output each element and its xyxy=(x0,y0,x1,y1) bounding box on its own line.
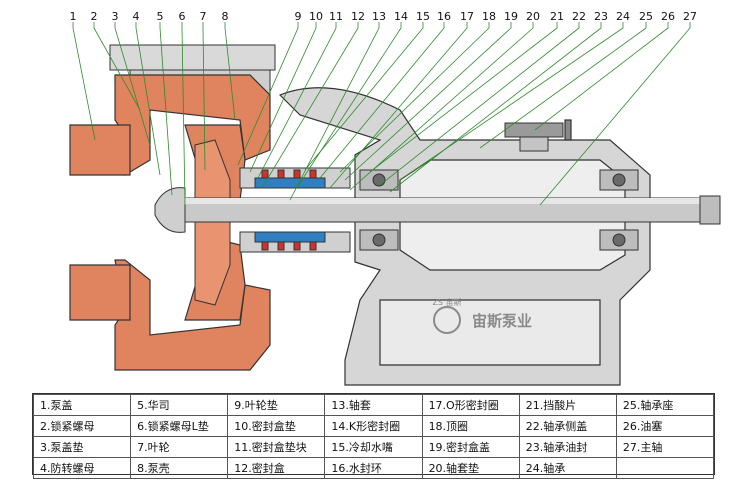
callout-leader-line xyxy=(181,22,186,206)
callout-number: 24 xyxy=(616,10,630,23)
callout-leader-line xyxy=(319,22,445,179)
callout-leader-line xyxy=(202,22,206,171)
callout-number: 25 xyxy=(639,10,653,23)
legend-cell: 6.锁紧螺母L垫 xyxy=(130,415,229,437)
legend-cell: 26.油塞 xyxy=(615,415,715,437)
legend-cell: 14.K形密封圈 xyxy=(324,415,423,437)
callout-leader-line xyxy=(72,22,96,141)
callout-leader-line xyxy=(399,22,624,181)
legend-cell: 9.叶轮垫 xyxy=(227,394,326,416)
brand-name: 宙斯泵业 xyxy=(472,312,532,330)
callout-leader-line xyxy=(534,22,669,131)
legend-cell: 19.密封盒盖 xyxy=(421,436,520,458)
brand-logo: ZS 宙斯 宙斯泵业 xyxy=(432,297,532,334)
callout-leader-line xyxy=(379,22,580,186)
legend-cell: 20.轴套垫 xyxy=(421,457,520,479)
callout-leader-line xyxy=(224,22,236,121)
callout-number: 9 xyxy=(295,10,302,23)
callout-number: 11 xyxy=(329,10,343,23)
legend-cell: 16.水封环 xyxy=(324,457,423,479)
callout-leader-line xyxy=(289,22,380,201)
callout-number: 17 xyxy=(460,10,474,23)
callout-number: 20 xyxy=(526,10,540,23)
legend-cell: 23.轴承油封 xyxy=(518,436,617,458)
callout-leader-line xyxy=(159,22,173,196)
oil-cap xyxy=(504,122,564,152)
legend-cell: 15.冷却水嘴 xyxy=(324,436,423,458)
callout-number: 10 xyxy=(309,10,323,23)
callout-leader-line xyxy=(539,22,691,206)
legend-cell: 17.O形密封圈 xyxy=(421,394,520,416)
callout-number: 3 xyxy=(112,10,119,23)
callout-number: 2 xyxy=(91,10,98,23)
callout-leader-line xyxy=(389,22,602,193)
callout-leader-line xyxy=(479,22,647,149)
callout-number: 5 xyxy=(157,10,164,23)
callout-number: 7 xyxy=(200,10,207,23)
legend-cell: 22.轴承侧盖 xyxy=(518,415,617,437)
callout-number: 23 xyxy=(594,10,608,23)
legend-cell: 5.华司 xyxy=(130,394,229,416)
callout-number: 4 xyxy=(133,10,140,23)
legend-cell xyxy=(615,457,715,479)
legend-cell: 1.泵盖 xyxy=(32,394,132,416)
callout-leader-line xyxy=(93,22,141,111)
legend-cell: 8.泵壳 xyxy=(130,457,229,479)
callout-number: 21 xyxy=(550,10,564,23)
callout-leader-line xyxy=(297,22,402,187)
callout-leader-line xyxy=(329,22,468,189)
bearings xyxy=(359,169,639,251)
callout-number: 19 xyxy=(504,10,518,23)
brand-logo-text: ZS 宙斯 xyxy=(432,297,461,307)
callout-number: 18 xyxy=(482,10,496,23)
callout-leader-line xyxy=(304,22,424,171)
legend-cell: 7.叶轮 xyxy=(130,436,229,458)
legend-cell: 3.泵盖垫 xyxy=(32,436,132,458)
callout-number: 22 xyxy=(572,10,586,23)
callout-number: 15 xyxy=(416,10,430,23)
callout-leader-line xyxy=(114,22,151,146)
callout-number: 13 xyxy=(372,10,386,23)
callout-leader-line xyxy=(344,22,512,181)
main-shaft xyxy=(184,195,721,225)
callout-number: 12 xyxy=(351,10,365,23)
callout-leader-line xyxy=(135,22,161,176)
callout-leaders xyxy=(72,22,691,206)
legend-cell: 12.密封盒 xyxy=(227,457,326,479)
legend-cell: 27.主轴 xyxy=(615,436,715,458)
legend-cell: 13.轴套 xyxy=(324,394,423,416)
legend-cell: 25.轴承座 xyxy=(615,394,715,416)
legend-cell: 18.顶圈 xyxy=(421,415,520,437)
impeller-nut xyxy=(154,187,186,233)
legend-cell: 11.密封盒垫块 xyxy=(227,436,326,458)
callout-number: 8 xyxy=(222,10,229,23)
legend-cell: 21.挡酸片 xyxy=(518,394,617,416)
callout-leader-line xyxy=(369,22,558,173)
callout-leader-line xyxy=(237,22,299,166)
callout-leader-line xyxy=(249,22,317,173)
callout-leader-line xyxy=(261,22,359,189)
callout-number: 16 xyxy=(437,10,451,23)
callout-leader-line xyxy=(349,22,534,191)
callout-number: 6 xyxy=(179,10,186,23)
seal-box xyxy=(239,167,351,253)
legend-cell: 24.轴承 xyxy=(518,457,617,479)
callout-leader-line xyxy=(257,22,337,179)
legend-cell: 2.锁紧螺母 xyxy=(32,415,132,437)
callout-leader-line xyxy=(339,22,490,173)
callout-number: 1 xyxy=(70,10,77,23)
callout-number: 27 xyxy=(683,10,697,23)
callout-number: 14 xyxy=(394,10,408,23)
legend-cell: 4.防转螺母 xyxy=(32,457,132,479)
callout-number: 26 xyxy=(661,10,675,23)
legend-cell: 10.密封盒垫 xyxy=(227,415,326,437)
